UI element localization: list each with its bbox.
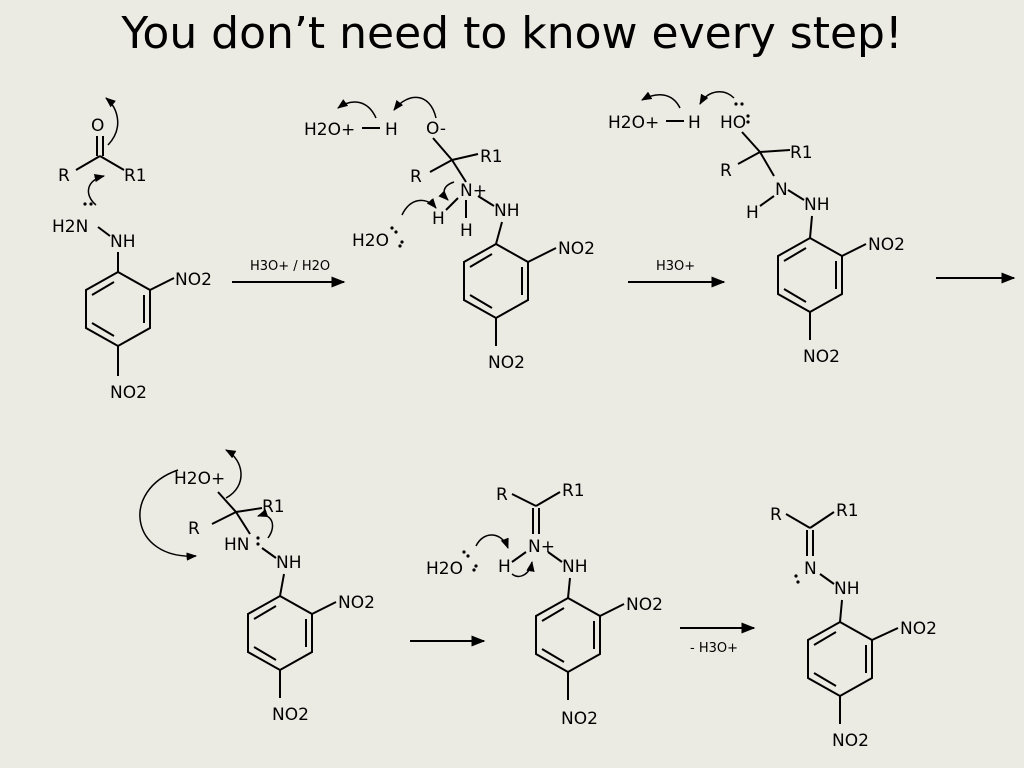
dinitrophenyl-ring-3: NO2 NO2 [777, 235, 905, 367]
nh-label-5: NH [562, 557, 588, 577]
amine-n-label: N [775, 180, 788, 200]
proton-arrow-3b [699, 91, 735, 105]
step2-conditions: H3O+ [656, 259, 695, 274]
nitro-ortho-label-2: NO2 [558, 239, 595, 259]
dinitrophenyl-ring-4: NO2 NO2 [247, 593, 375, 725]
nitro-ortho-label: NO2 [175, 270, 212, 290]
proton-transfer-arrow-a [337, 99, 377, 119]
water-label-5: H2O [426, 559, 463, 579]
nitro-para-label: NO2 [110, 383, 147, 403]
imine-n-label: N [804, 559, 817, 579]
r1-label-2: R1 [480, 147, 503, 167]
nh-label-2: NH [494, 201, 520, 221]
hydronium-label: H2O+ [304, 120, 355, 140]
iminium-intermediate: R R1 N+ H NH H2O NO2 NO2 [426, 481, 663, 729]
iminium-h-label: H [498, 557, 511, 577]
hydrazone-product: R R1 N NH NO2 NO2 [770, 501, 937, 751]
step5-conditions: - H3O+ [690, 641, 738, 656]
r1-label-6: R1 [836, 501, 859, 521]
nitro-para-label-2: NO2 [488, 353, 525, 373]
r-label-6: R [770, 505, 782, 525]
nucleophilic-attack-arrow [87, 173, 106, 206]
nitro-para-label-6: NO2 [832, 731, 869, 751]
nitro-para-label-4: NO2 [272, 705, 309, 725]
water-loss-arrow [139, 469, 198, 561]
r-group-label: R [58, 166, 70, 186]
reaction-arrow-2: H3O+ [628, 259, 726, 288]
ammonium-n-label: N+ [460, 181, 487, 201]
slide-title: You don’t need to know every step! [121, 8, 903, 59]
leaving-group-arrow [225, 449, 242, 499]
dinitrophenyl-ring-5: NO2 NO2 [535, 595, 663, 729]
r-label-5: R [496, 485, 508, 505]
hydrazine-group: H2N NH [52, 202, 136, 272]
carbinolamine-intermediate: H2O+ H HO R1 R N H NH NO2 NO2 [608, 91, 905, 367]
zwitterion-intermediate: H2O+ H O- R1 R N+ H H NH H2O NO2 [304, 96, 595, 373]
ketone-oxygen-label: O [91, 116, 104, 136]
nitro-para-label-5: NO2 [561, 709, 598, 729]
deprotonation-arrow [475, 534, 509, 549]
hydroxyl-label: HO [720, 113, 746, 133]
water-attack-arrow [401, 198, 437, 216]
ammonium-h-1: H [432, 209, 445, 229]
r1-group-label: R1 [124, 166, 147, 186]
proton-transfer-arrow-b [393, 96, 437, 119]
nh-label-6: NH [834, 579, 860, 599]
protonated-carbinolamine: H2O+ R1 R HN NH NO2 NO2 [139, 449, 375, 725]
imine-formation-arrow [257, 509, 274, 539]
r-label-3: R [720, 161, 732, 181]
nitro-ortho-label-6: NO2 [900, 619, 937, 639]
nitro-ortho-label-3: NO2 [868, 235, 905, 255]
ketone-group: O R R1 [58, 116, 147, 186]
nh-label-4: NH [276, 553, 302, 573]
dinitrophenyl-ring-6: NO2 NO2 [807, 619, 937, 751]
reaction-arrow-5: - H3O+ [680, 622, 756, 656]
ammonium-h-2: H [460, 221, 473, 241]
hn-label: HN [224, 535, 250, 555]
proton-label-3: H [688, 113, 701, 133]
ketone-and-dnph-structure: O R R1 H2N NH NO2 NO2 [52, 97, 212, 403]
dinitrophenyl-ring: NO2 NO2 [85, 270, 212, 403]
water-label: H2O [352, 231, 389, 251]
r-label-2: R [410, 167, 422, 187]
r1-label-3: R1 [790, 143, 813, 163]
alkoxide-label: O- [426, 119, 446, 139]
step1-conditions: H3O+ / H2O [250, 259, 330, 274]
carbonyl-arrow [105, 97, 119, 146]
nitro-ortho-label-5: NO2 [626, 595, 663, 615]
nh-arrow [438, 181, 455, 201]
nh-label: NH [110, 232, 136, 252]
hydronium-label-3: H2O+ [608, 113, 659, 133]
r1-label-4: R1 [262, 497, 285, 517]
amine-h-label: H [746, 203, 759, 223]
r-label-4: R [188, 519, 200, 539]
nh-label-3: NH [804, 195, 830, 215]
nh-bond-arrow [511, 560, 535, 578]
proton-label: H [385, 120, 398, 140]
dinitrophenyl-ring-2: NO2 NO2 [463, 239, 595, 373]
nitro-para-label-3: NO2 [803, 347, 840, 367]
r1-label-5: R1 [562, 481, 585, 501]
nitro-ortho-label-4: NO2 [338, 593, 375, 613]
h2n-label: H2N [52, 217, 88, 237]
oxonium-label: H2O+ [174, 469, 225, 489]
proton-arrow-3a [641, 91, 681, 109]
reaction-arrow-1: H3O+ / H2O [232, 259, 346, 288]
